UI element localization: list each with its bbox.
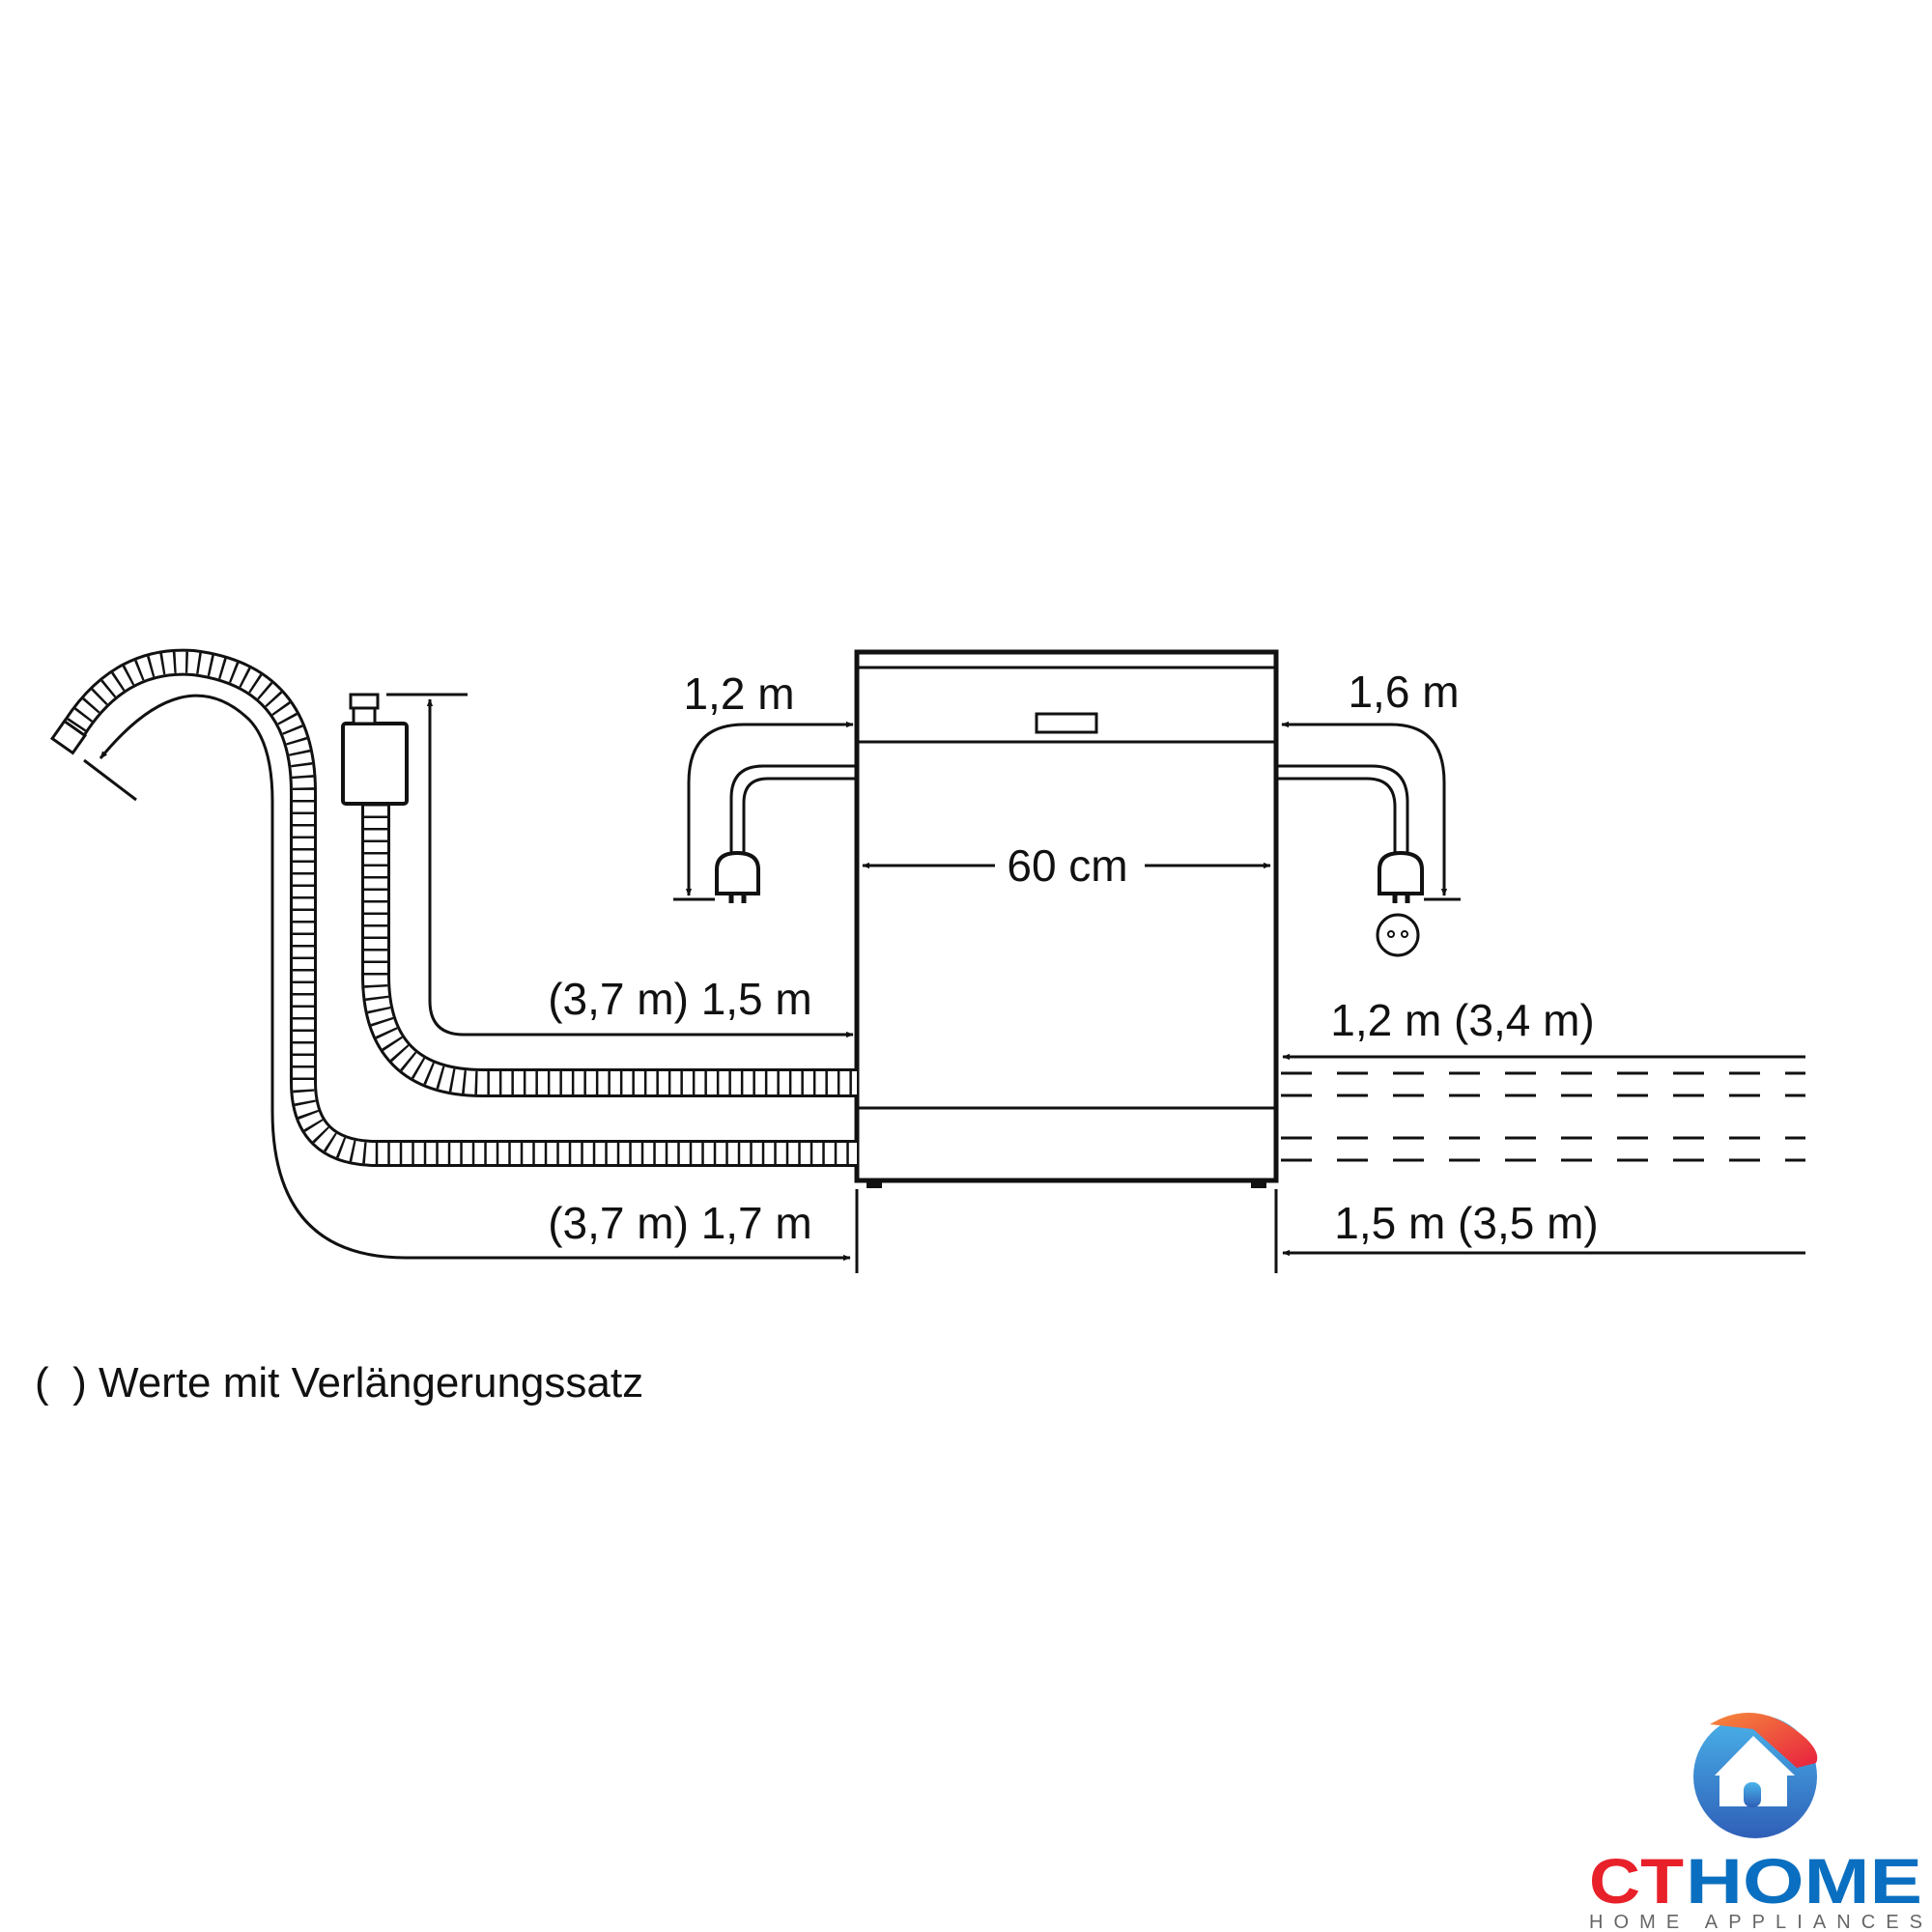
dishwasher-front [854,649,1279,1188]
width-dimension: 60 cm [862,840,1271,891]
right-hoses: 1,2 m (3,4 m) 1,5 m (3,5 m) [1274,995,1805,1273]
socket-icon [1376,913,1420,957]
power-cord-left-label: 1,2 m [683,668,794,719]
footnote: ( ) Werte mit Verlängerungssatz [35,1359,643,1406]
drain-hose-left: (3,7 m) 1,7 m [49,648,859,1273]
control-display [1035,712,1098,734]
inlet-hose-left-label: (3,7 m) 1,5 m [548,974,812,1024]
plug-icon [715,850,760,895]
power-cord-right-label: 1,6 m [1348,667,1459,717]
svg-text:HOME APPLIANCES: HOME APPLIANCES [1589,1912,1922,1932]
inlet-hose-right-label: 1,2 m (3,4 m) [1330,995,1595,1045]
foot-right [1251,1180,1266,1188]
drain-hose-right-label: 1,5 m (3,5 m) [1334,1198,1599,1248]
width-label: 60 cm [1007,840,1127,891]
house-icon [1715,1736,1795,1806]
water-tap-icon [341,722,409,806]
inlet-hose-left: (3,7 m) 1,5 m [341,693,857,1097]
hose-end-icon [49,719,88,755]
plug-icon [1378,850,1424,895]
drain-hose-left-label: (3,7 m) 1,7 m [548,1198,812,1248]
power-cord-right: 1,6 m [1276,667,1461,957]
svg-text:CT: CT [1589,1845,1684,1917]
svg-text:HOME: HOME [1686,1845,1922,1917]
foot-left [867,1180,882,1188]
cthome-logo: CT HOME HOME APPLIANCES [1589,1713,1922,1932]
power-cord-left: 1,2 m [673,668,857,903]
